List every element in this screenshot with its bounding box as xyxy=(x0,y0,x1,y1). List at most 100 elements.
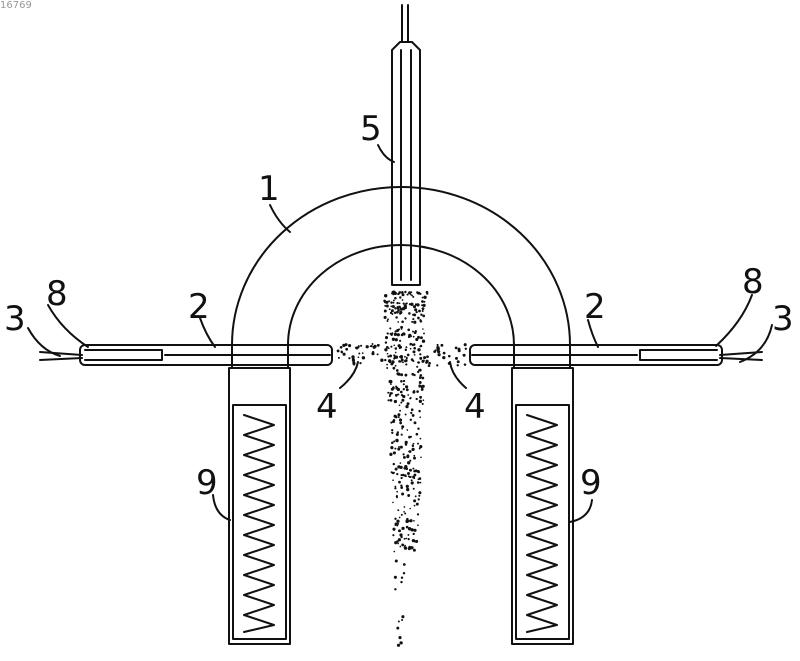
powder-particle xyxy=(390,334,392,336)
right-heater-housing xyxy=(512,368,573,644)
powder-particle xyxy=(405,346,407,348)
powder-particle xyxy=(410,303,413,306)
powder-particle xyxy=(412,344,415,347)
powder-particle xyxy=(406,357,408,359)
powder-particle xyxy=(396,473,398,475)
powder-particle xyxy=(401,425,404,428)
powder-particle xyxy=(340,346,343,349)
powder-particle xyxy=(399,641,402,644)
powder-particle xyxy=(390,422,392,424)
powder-particle xyxy=(392,387,395,390)
powder-particle xyxy=(419,386,421,388)
powder-particle xyxy=(395,386,397,388)
powder-particle xyxy=(423,301,425,303)
powder-particle xyxy=(414,421,417,424)
powder-particle xyxy=(403,302,405,304)
powder-particle xyxy=(385,341,387,343)
powder-particle xyxy=(405,520,408,523)
powder-particle xyxy=(338,357,340,359)
powder-particle xyxy=(400,391,403,394)
powder-particle xyxy=(398,360,400,362)
powder-particle xyxy=(390,301,392,303)
powder-particle xyxy=(465,348,467,350)
powder-particle xyxy=(390,346,392,348)
powder-particle xyxy=(419,400,422,403)
powder-particle xyxy=(463,354,466,357)
powder-particle xyxy=(464,363,467,366)
powder-particle xyxy=(438,353,441,356)
powder-particle xyxy=(404,306,407,309)
powder-particle xyxy=(403,383,405,385)
powder-particle xyxy=(388,347,390,349)
label-4-right: 4 xyxy=(464,387,486,427)
powder-particle xyxy=(416,398,418,400)
powder-particle xyxy=(413,305,416,308)
label-9-right: 9 xyxy=(580,463,602,503)
powder-particle xyxy=(396,491,398,493)
label-2-right: 2 xyxy=(584,287,606,327)
powder-particle xyxy=(401,394,403,396)
powder-particle xyxy=(409,508,411,510)
powder-particle xyxy=(394,487,396,489)
powder-particle xyxy=(400,486,403,489)
label-3-left: 3 xyxy=(4,299,26,339)
powder-spray xyxy=(337,291,467,647)
powder-particle xyxy=(412,414,415,417)
powder-particle xyxy=(417,317,420,320)
powder-particle xyxy=(398,416,400,418)
powder-particle xyxy=(457,364,459,366)
powder-particle xyxy=(414,505,416,507)
powder-particle xyxy=(391,441,394,444)
powder-particle xyxy=(419,293,421,295)
powder-particle xyxy=(395,468,398,471)
powder-particle xyxy=(397,509,399,511)
powder-particle xyxy=(418,478,420,480)
powder-particle xyxy=(359,362,361,364)
powder-particle xyxy=(358,353,360,355)
leader-4-left xyxy=(340,362,358,388)
powder-particle xyxy=(390,453,392,455)
powder-particle xyxy=(416,311,418,313)
powder-particle xyxy=(414,354,416,356)
powder-particle xyxy=(348,357,350,359)
powder-particle xyxy=(394,297,397,300)
powder-particle xyxy=(393,419,396,422)
powder-particle xyxy=(389,354,392,357)
powder-particle xyxy=(402,299,404,301)
powder-particle xyxy=(362,352,364,354)
powder-particle xyxy=(342,344,345,347)
powder-particle xyxy=(397,523,399,525)
powder-particle xyxy=(393,367,396,370)
powder-particle xyxy=(423,296,426,299)
powder-particle xyxy=(448,355,451,358)
powder-particle xyxy=(395,365,397,367)
powder-particle xyxy=(412,468,414,470)
powder-particle xyxy=(393,440,395,442)
powder-particle xyxy=(405,364,407,366)
powder-particle xyxy=(398,344,401,347)
powder-particle xyxy=(397,448,400,451)
powder-particle xyxy=(403,388,405,390)
powder-particle xyxy=(413,529,416,532)
powder-particle xyxy=(419,353,421,355)
powder-particle xyxy=(404,465,407,468)
feeder-neck xyxy=(392,42,420,285)
powder-particle xyxy=(400,477,402,479)
powder-particle xyxy=(399,418,402,421)
powder-particle xyxy=(401,291,403,293)
label-8-left: 8 xyxy=(46,274,68,314)
powder-particle xyxy=(401,543,404,546)
powder-particle xyxy=(400,581,402,583)
powder-particle xyxy=(398,328,400,330)
powder-particle xyxy=(442,356,445,359)
powder-particle xyxy=(417,336,420,339)
powder-particle xyxy=(406,429,408,431)
powder-particle xyxy=(395,316,397,318)
powder-particle xyxy=(413,533,415,535)
powder-particle xyxy=(422,340,425,343)
powder-particle xyxy=(407,461,410,464)
powder-particle xyxy=(408,312,411,315)
powder-particle xyxy=(409,343,411,345)
powder-particle xyxy=(403,511,405,513)
powder-particle xyxy=(437,344,439,346)
